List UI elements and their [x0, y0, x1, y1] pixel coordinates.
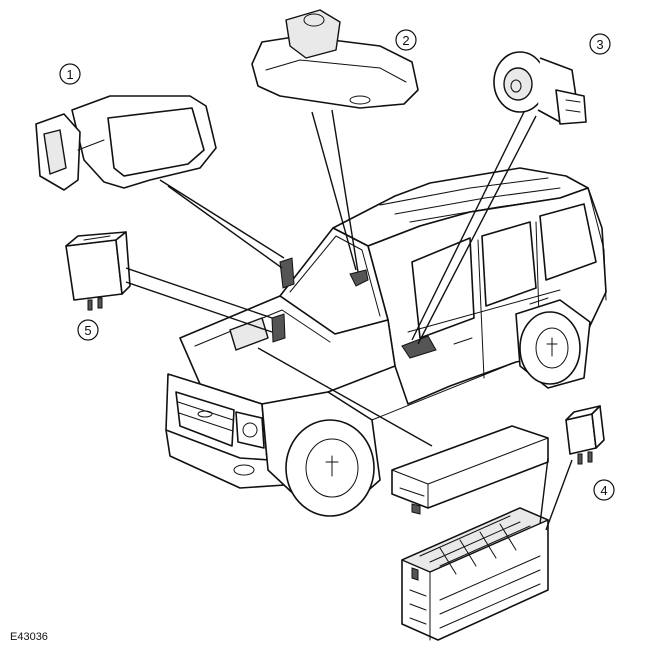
figure-reference: E43036 — [10, 631, 48, 643]
relay-5-component — [65, 231, 131, 311]
relay-4-component — [565, 405, 605, 465]
interior-mirror-component — [251, 9, 419, 109]
callout-2: 2 — [395, 29, 417, 51]
control-module-component — [391, 425, 549, 515]
sensor-component — [493, 51, 587, 125]
callout-2-label: 2 — [402, 33, 409, 48]
callout-3: 3 — [589, 33, 611, 55]
callout-3-label: 3 — [596, 37, 603, 52]
callout-1-label: 1 — [66, 67, 73, 82]
vehicle-illustration — [165, 167, 607, 517]
callout-4: 4 — [593, 479, 615, 501]
driver-mirror-location — [279, 257, 295, 289]
leader-lines — [125, 109, 573, 531]
relay-location — [271, 313, 286, 343]
callout-4-label: 4 — [600, 483, 607, 498]
control-module-location — [229, 317, 269, 351]
exterior-mirror-component — [35, 95, 217, 191]
callout-5: 5 — [77, 319, 99, 341]
callout-1: 1 — [59, 63, 81, 85]
callout-5-label: 5 — [84, 323, 91, 338]
door-mirror-location — [401, 335, 437, 359]
interior-mirror-location — [349, 269, 369, 287]
fusebox-component — [401, 507, 549, 641]
